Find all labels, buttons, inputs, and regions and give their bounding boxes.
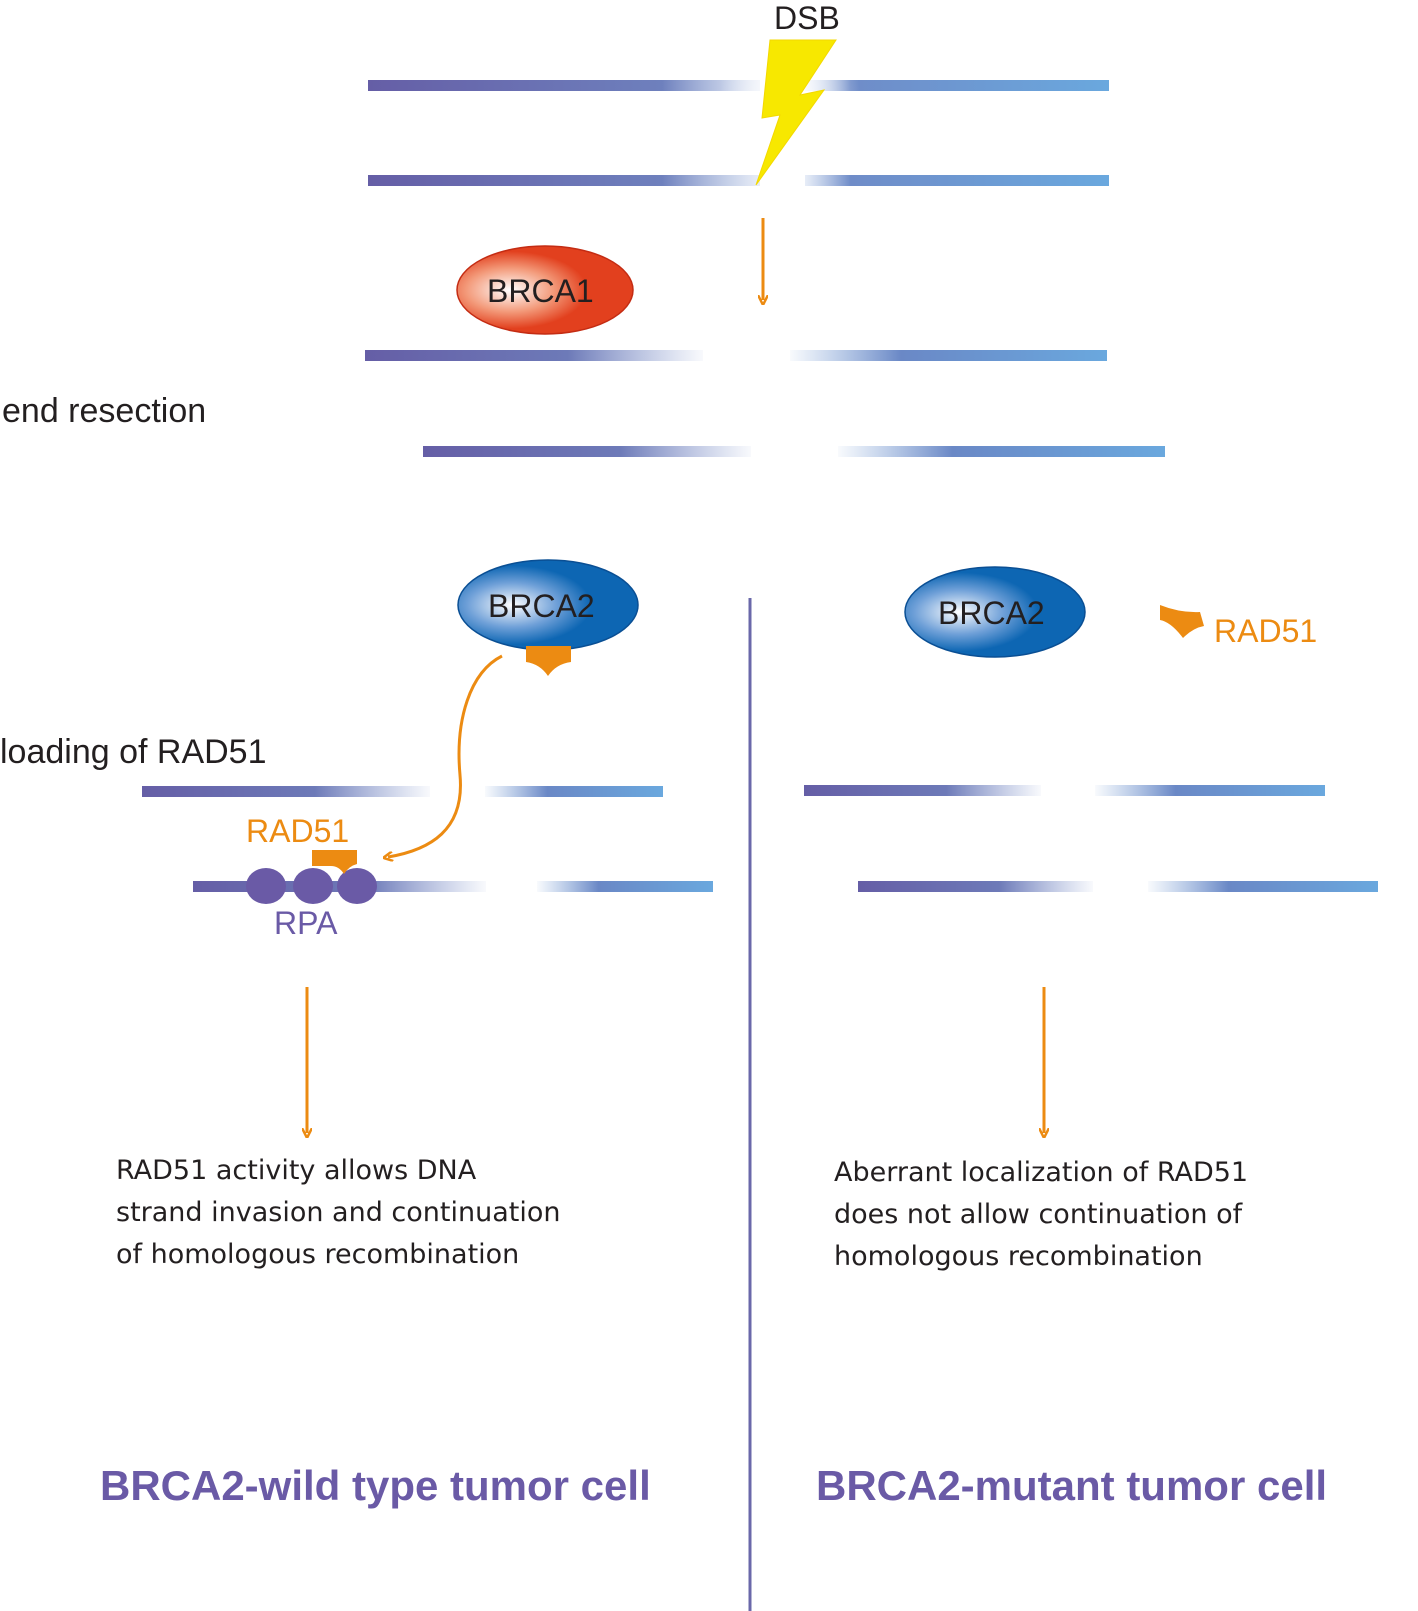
dna-strand-top-1-right: [805, 80, 1109, 91]
lightning-bolt-icon: [755, 39, 837, 186]
brca2-wild-type-label: BRCA2: [488, 588, 595, 624]
brca2-protein-mutant: [904, 566, 1086, 658]
dna-strand-left-1-right: [485, 786, 663, 797]
dna-strand-top-1-left: [368, 80, 760, 91]
rad51-loading-arrow: [388, 654, 503, 857]
rad51-free-label: RAD51: [1214, 613, 1318, 649]
rad51-label: RAD51: [246, 813, 350, 849]
dna-strand-top-2-right: [805, 175, 1109, 186]
dna-strand-resected-2-left: [423, 446, 751, 457]
rpa-protein: [246, 868, 286, 904]
mutant-outcome-line: does not allow continuation of: [834, 1199, 1243, 1230]
mutant-panel-title: BRCA2-mutant tumor cell: [816, 1462, 1328, 1509]
mutant-outcome-text: Aberrant localization of RAD51 does not …: [834, 1152, 1248, 1278]
rpa-protein: [293, 868, 333, 904]
brca1-label: BRCA1: [487, 273, 594, 309]
dna-strand-resected-1-right: [790, 350, 1107, 361]
dna-strand-right-1-left: [804, 785, 1041, 796]
end-resection-label: end resection: [2, 392, 207, 430]
dna-strand-left-2-right: [537, 881, 713, 892]
dna-strand-resected-1-left: [365, 350, 703, 361]
wild-type-outcome-line: of homologous recombination: [116, 1239, 520, 1270]
rpa-protein: [337, 868, 377, 904]
dna-strand-resected-2-right: [838, 446, 1165, 457]
mutant-outcome-line: Aberrant localization of RAD51: [834, 1157, 1249, 1188]
dna-strand-right-2-right: [1148, 881, 1378, 892]
dna-strand-right-1-right: [1095, 785, 1325, 796]
rad51-on-dna-icon: [312, 850, 357, 874]
dna-strand-left-1-left: [142, 786, 430, 797]
rad51-free-icon: [1160, 605, 1204, 638]
rpa-label: RPA: [274, 905, 338, 941]
wild-type-outcome-line: RAD51 activity allows DNA: [116, 1155, 477, 1186]
loading-rad51-label: loading of RAD51: [0, 733, 267, 771]
dsb-label: DSB: [774, 0, 840, 36]
wild-type-panel-title: BRCA2-wild type tumor cell: [100, 1462, 651, 1509]
brca1-protein: [456, 245, 634, 335]
wild-type-outcome-text: RAD51 activity allows DNA strand invasio…: [116, 1150, 561, 1276]
dna-strand-right-2-left: [858, 881, 1093, 892]
dna-strand-top-2-left: [368, 175, 760, 186]
rad51-bound-icon: [526, 646, 571, 676]
brca2-mutant-label: BRCA2: [938, 595, 1045, 631]
mutant-outcome-line: homologous recombination: [834, 1241, 1203, 1272]
wild-type-outcome-line: strand invasion and continuation: [116, 1197, 561, 1228]
